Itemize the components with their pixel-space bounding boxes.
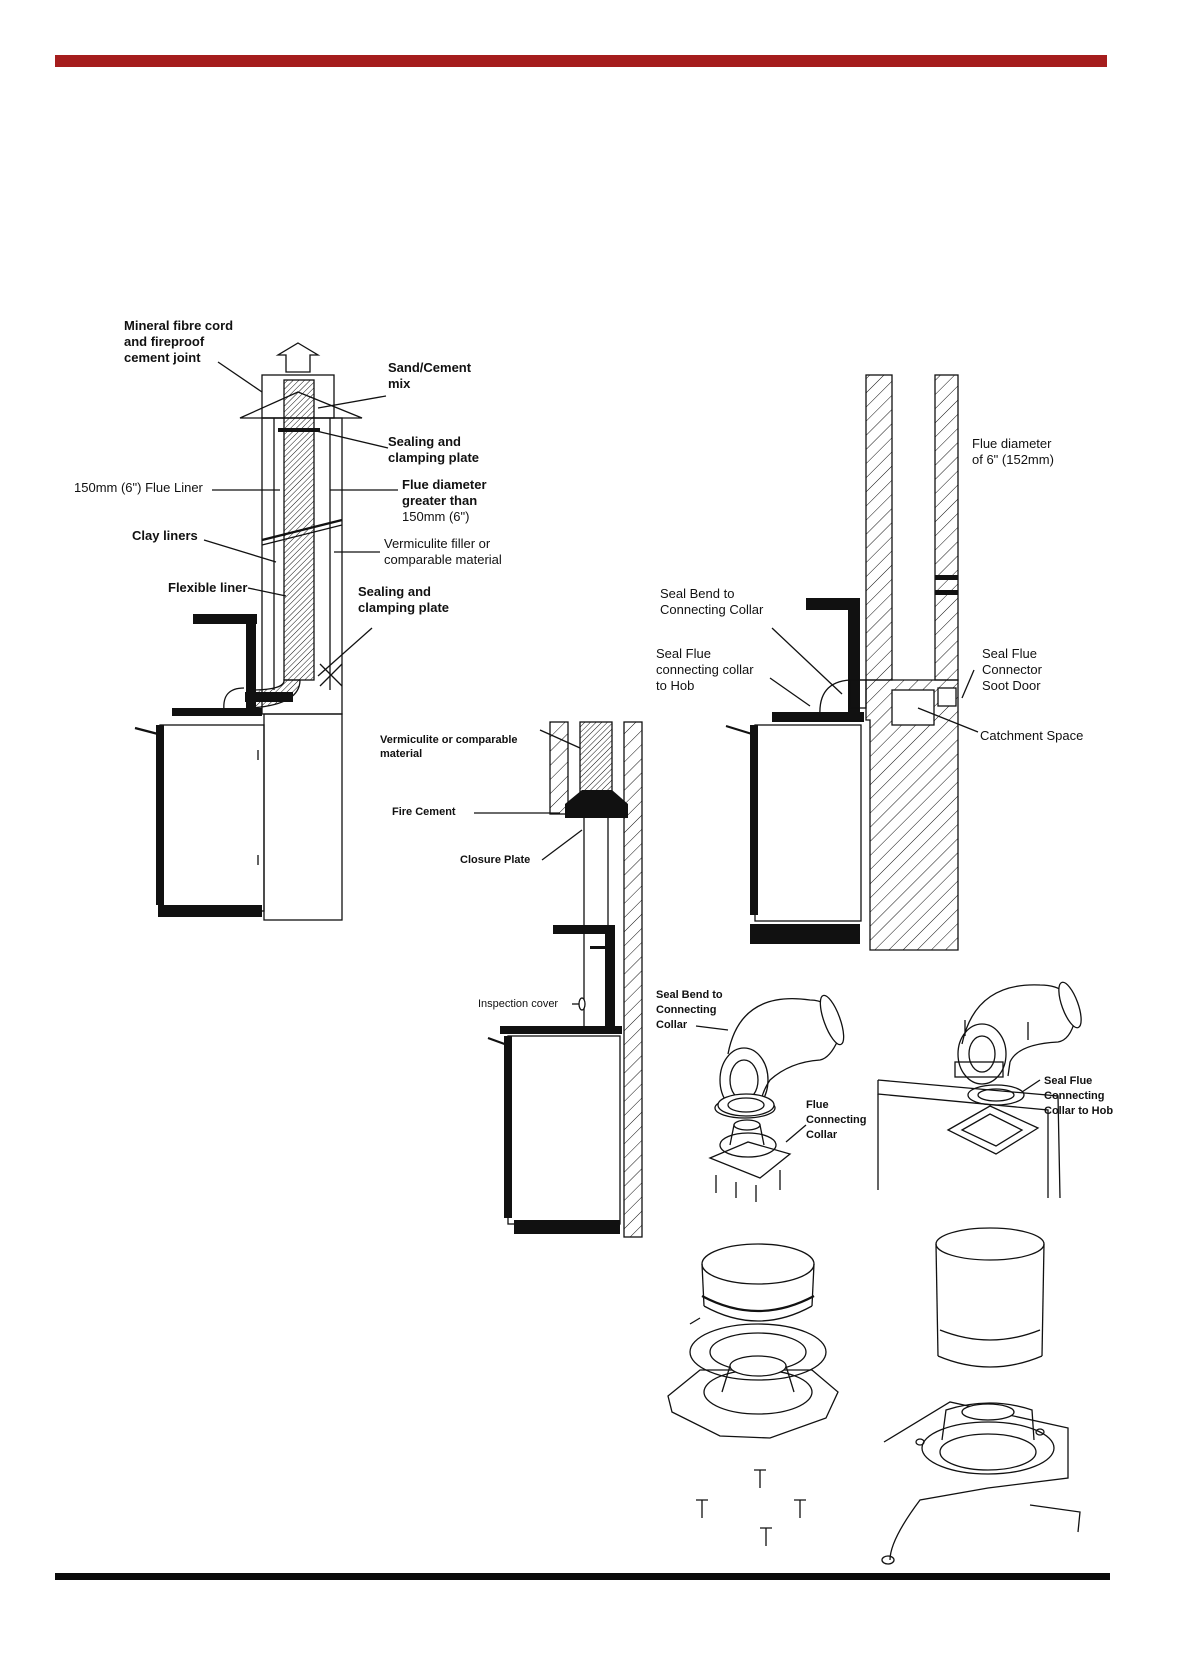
- top-rule: [55, 55, 1107, 67]
- label-fire-cement: Fire Cement: [392, 806, 456, 818]
- label-clay-liners: Clay liners: [132, 528, 198, 543]
- cowl-arrow-icon: [275, 342, 321, 373]
- figure-chimney-liner: [134, 342, 398, 921]
- figure-bend-and-collar: [695, 994, 845, 1202]
- figure-soot-door: [725, 374, 979, 951]
- bottom-rule: [55, 1573, 1110, 1580]
- inspection-cover-marker: [578, 997, 586, 1011]
- label-catchment-space: Catchment Space: [980, 728, 1084, 743]
- label-closure-plate: Closure Plate: [460, 854, 531, 866]
- figure-closure-plate: [474, 721, 643, 1238]
- label-inspection-cover: Inspection cover: [478, 998, 559, 1010]
- label-flue-liner-150mm: 150mm (6") Flue Liner: [74, 480, 203, 495]
- figure-collar-on-hob: [881, 1227, 1081, 1565]
- figure-bend-on-hob: [877, 981, 1082, 1199]
- figure-exploded-collar: [667, 1243, 839, 1546]
- label-flexible-liner: Flexible liner: [168, 580, 248, 595]
